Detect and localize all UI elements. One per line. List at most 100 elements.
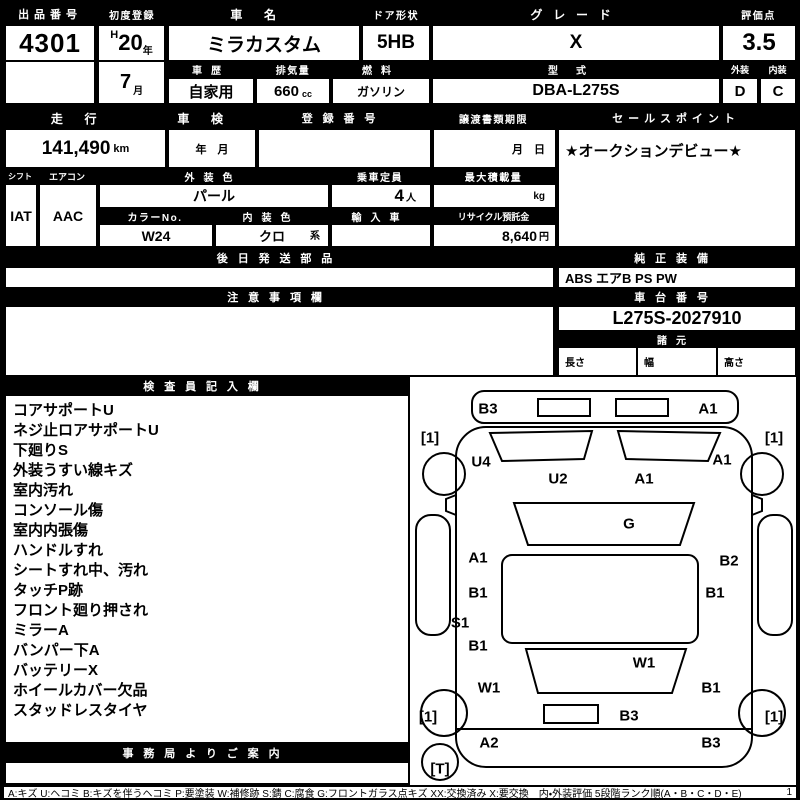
aircon-header: エアコン (48, 171, 85, 182)
recycle-deposit-value: 8,640 円 (434, 225, 555, 246)
fuel-header: 燃料 (362, 66, 400, 77)
rear-right-wheel (738, 689, 786, 737)
specs-header: 諸元 (657, 335, 695, 347)
damage-code-label: A1 (468, 550, 487, 567)
page-number: 1 (786, 787, 792, 798)
damage-code-label: B1 (701, 680, 720, 697)
recycle-amount: 8,640 (501, 227, 537, 244)
first-registration-header: 初度登録 (109, 10, 155, 22)
model-code-value: DBA-L275S (433, 79, 719, 103)
caution-value (6, 307, 553, 375)
damage-code-label: [1] (421, 430, 439, 447)
exterior-rank-header: 外装 (730, 65, 749, 75)
capacity-value: 4 人 (332, 185, 430, 207)
inspection-note-line: シートすれ中、汚れ (13, 562, 149, 579)
front-left-wheel (422, 452, 466, 496)
import-car-header: 輸入車 (351, 212, 409, 224)
lot-number-header: 出品番号 (18, 9, 82, 21)
fuel-value: ガソリン (333, 79, 429, 103)
damage-code-label: W1 (633, 655, 656, 672)
damage-code-label: [1] (765, 709, 783, 726)
shaken-value: 年 月 (169, 130, 255, 167)
rear-left-wheel (420, 689, 468, 737)
import-car-value (332, 225, 430, 246)
exterior-color-value: パール (100, 185, 328, 207)
first-registration-month: 7 月 (99, 62, 164, 103)
car-name-value: ミラカスタム (169, 26, 359, 60)
equipment-value: ABS エアB PS PW (559, 268, 795, 287)
car-name-header: 車名 (230, 7, 298, 22)
capacity-unit: 人 (406, 193, 416, 204)
chassis-number-header: 車台番号 (634, 292, 718, 304)
later-parts-header: 後日発送部品 (216, 253, 343, 265)
damage-code-label: A1 (712, 452, 731, 469)
inspection-note-line: ハンドルすれ (13, 542, 104, 559)
color-no-header: カラーNo. (127, 212, 183, 224)
inspection-note-line: ミラーA (13, 622, 69, 639)
inspection-note-line: フロント廻り押され (13, 602, 149, 619)
inspection-note-line: ネジ止ロアサポートU (13, 422, 159, 439)
interior-color-value: クロ 系 (216, 225, 328, 246)
lot-number-value: 4301 (6, 26, 94, 60)
exterior-color-header: 外装色 (184, 172, 242, 184)
damage-code-label: B1 (468, 638, 487, 655)
legend-bar: A:キズ U:ヘコミ B:キズを伴うヘコミ P:要塗装 W:補修跡 S:錆 C:… (4, 787, 796, 800)
left-mirror (445, 494, 457, 516)
displacement-value: 660 cc (257, 79, 329, 103)
mileage-number: 141,490 (41, 137, 111, 159)
inspection-note-line: タッチP跡 (13, 582, 84, 599)
damage-code-label: B1 (468, 585, 487, 602)
reg-year: 20 (118, 30, 143, 55)
displacement-unit: cc (302, 89, 313, 99)
displacement-header: 排気量 (275, 66, 311, 77)
shaken-header: 車検 (177, 111, 245, 126)
door-shape-value: 5HB (363, 26, 429, 60)
mileage-value: 141,490 km (6, 130, 165, 167)
first-registration-year: H 20 年 (99, 26, 164, 60)
rear-window (524, 648, 688, 694)
legend-text: A:キズ U:ヘコミ B:キズを伴うヘコミ P:要塗装 W:補修跡 S:錆 C:… (8, 789, 742, 800)
interior-rank-value: C (761, 79, 795, 103)
history-header: 車歴 (192, 66, 230, 77)
damage-code-label: B1 (705, 585, 724, 602)
right-mirror (751, 494, 763, 516)
capacity-number: 4 (394, 186, 404, 205)
lot-blank-cell (6, 62, 94, 103)
inspection-note-line: 室内汚れ (13, 482, 74, 499)
inspection-note-line: バッテリーX (13, 662, 99, 679)
reg-month: 7 (119, 71, 132, 93)
damage-code-label: [1] (765, 430, 783, 447)
grade-value: X (433, 26, 719, 60)
roof (501, 554, 699, 644)
shift-header: シフト (8, 171, 32, 181)
aircon-value: AAC (40, 185, 96, 246)
interior-color-header: 内装色 (242, 212, 300, 224)
office-info-area (6, 763, 408, 783)
damage-code-label: S1 (451, 615, 469, 632)
inspection-note-line: スタッドレスタイヤ (13, 702, 148, 719)
transfer-deadline-value: 月 日 (434, 130, 555, 167)
later-parts-value (6, 268, 553, 287)
damage-code-label: A2 (479, 735, 498, 752)
inspection-note-line: コアサポートU (13, 402, 114, 419)
left-side-panel (415, 514, 451, 636)
mileage-header: 走行 (50, 111, 119, 126)
damage-code-label: W1 (478, 680, 501, 697)
registration-number-value (259, 130, 430, 167)
inspection-note-line: 室内内張傷 (13, 522, 89, 539)
diagram-background (410, 377, 796, 785)
max-load-value: kg (434, 185, 555, 207)
recycle-deposit-header: リサイクル預託金 (457, 211, 530, 222)
year-unit: 年 (142, 46, 153, 57)
sales-point-header: セールスポイント (612, 113, 740, 125)
damage-code-label: G (623, 516, 635, 533)
capacity-header: 乗車定員 (357, 172, 403, 184)
registration-number-header: 登録番号 (301, 113, 386, 125)
door-shape-header: ドア形状 (373, 10, 419, 22)
car-outline (415, 390, 793, 781)
front-grille (615, 398, 669, 417)
